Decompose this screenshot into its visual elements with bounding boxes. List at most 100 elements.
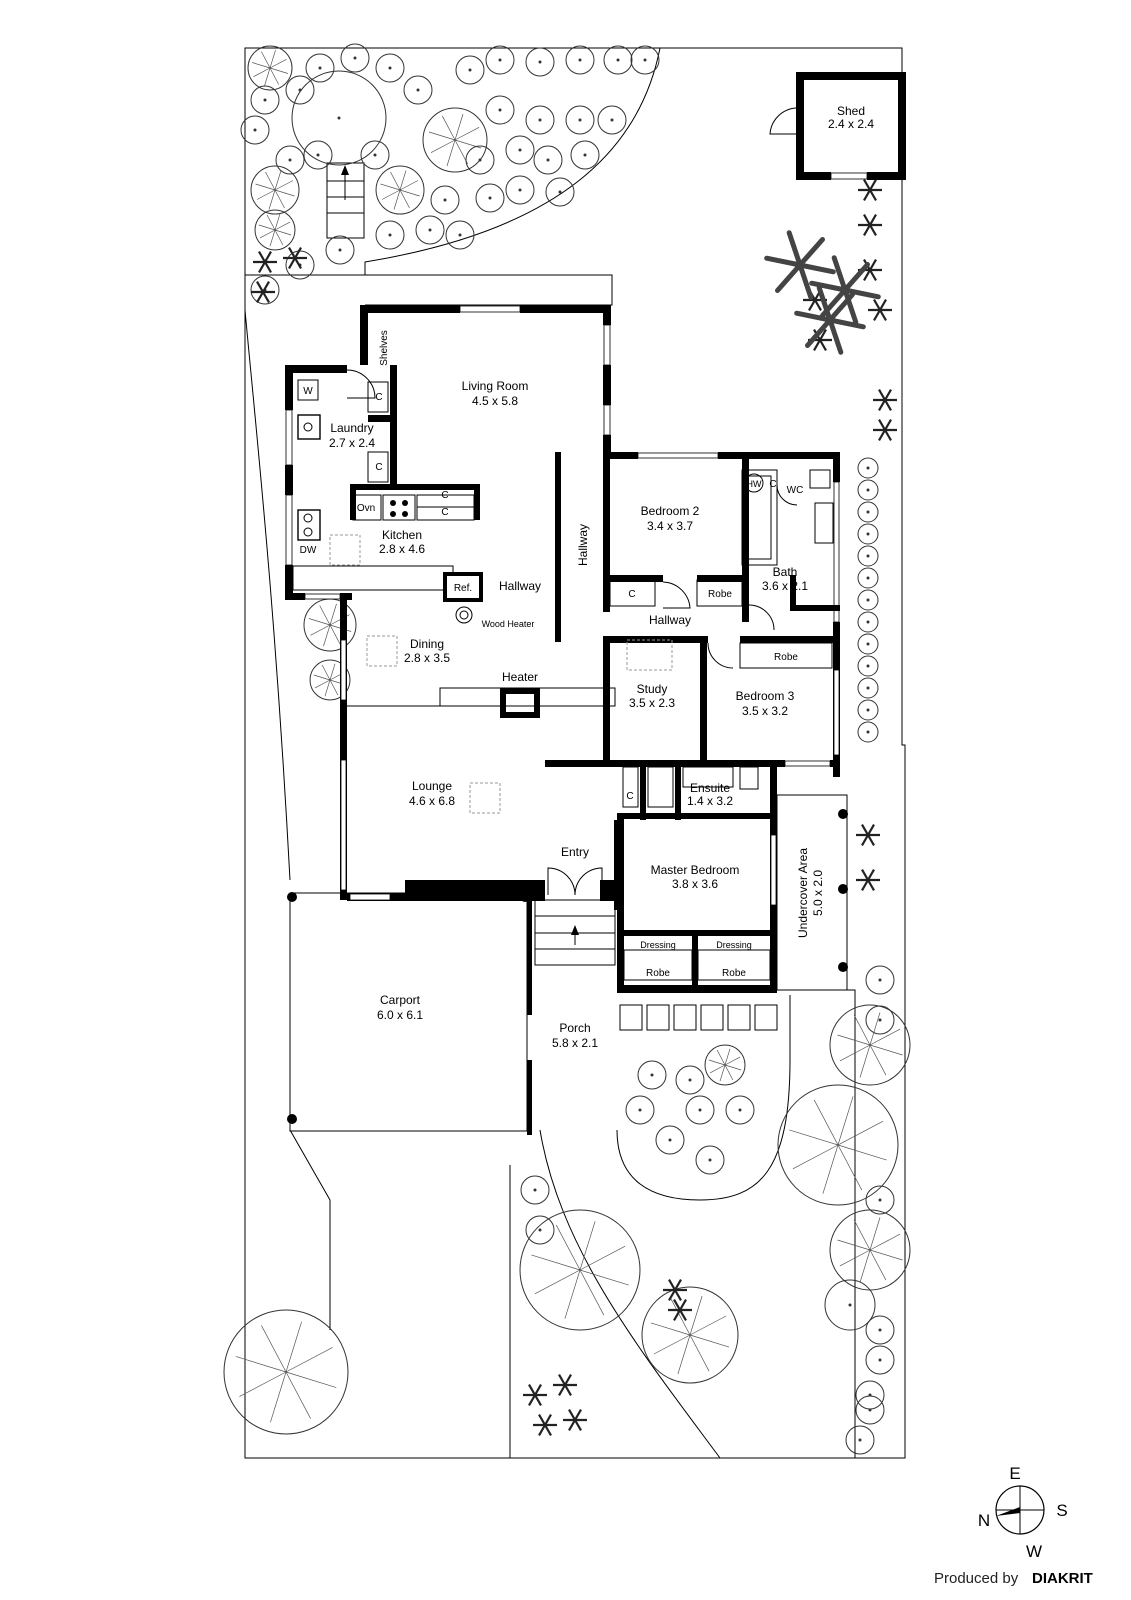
tree-icon <box>235 1321 337 1423</box>
shrub-icon <box>533 1188 537 1192</box>
tree-icon <box>525 1215 555 1245</box>
tree-icon <box>565 45 595 75</box>
porch-steps <box>534 899 616 966</box>
tree-icon <box>254 209 296 251</box>
tree-icon <box>428 113 482 167</box>
label-fridge: Ref. <box>454 583 472 594</box>
room-dims-ensuite: 1.4 x 3.2 <box>687 794 733 808</box>
room-dims-undercover: 5.0 x 2.0 <box>811 870 825 916</box>
room-name-laundry: Laundry <box>330 421 373 435</box>
shrub-icon <box>518 148 522 152</box>
room-name-shed: Shed <box>837 104 865 118</box>
shrub-icon <box>708 1158 712 1162</box>
tree-icon <box>520 1175 550 1205</box>
credit-brand: DIAKRIT <box>1032 1570 1093 1587</box>
driveway-front <box>289 1129 331 1330</box>
tree-icon <box>275 145 305 175</box>
shrub-icon <box>866 708 870 712</box>
compass-needle <box>996 1507 1020 1516</box>
shrub-icon <box>866 642 870 646</box>
shrub-icon <box>546 158 550 162</box>
shrub-icon <box>878 1328 882 1332</box>
label-robe-master-1: Robe <box>646 968 670 979</box>
label-dishwasher: DW <box>300 545 317 556</box>
tree-icon <box>603 45 633 75</box>
shrub-icon <box>878 1018 882 1022</box>
shrub-icon <box>858 1438 862 1442</box>
label-heater: Heater <box>502 670 538 684</box>
tree-icon <box>223 1309 349 1435</box>
tree-icon <box>857 655 879 677</box>
feature-labels: Shelves W C C C C Ovn DW Ref. Hallway Ha… <box>300 330 804 979</box>
shrub-icon <box>688 1078 692 1082</box>
shrub-icon <box>538 118 542 122</box>
room-name-porch: Porch <box>559 1021 590 1035</box>
shrub-icon <box>468 68 472 72</box>
tree-icon <box>313 663 347 697</box>
shrub-icon <box>866 598 870 602</box>
tree-icon <box>485 45 515 75</box>
tree-icon <box>340 43 370 73</box>
front-bed-curve <box>616 995 791 1201</box>
tree-icon <box>857 633 879 655</box>
compass-south: S <box>1056 1501 1067 1520</box>
right-lawn-edge <box>770 989 856 1458</box>
pavers <box>619 1004 778 1031</box>
room-dims-kitchen: 2.8 x 4.6 <box>379 542 425 556</box>
label-shelves: Shelves <box>379 330 390 366</box>
shrub-icon <box>583 153 587 157</box>
tree-icon <box>857 523 879 545</box>
label-cupboard-2: C <box>375 462 382 473</box>
tree-icon <box>625 1095 655 1125</box>
tree-icon <box>857 457 879 479</box>
room-name-bedroom2: Bedroom 2 <box>641 504 700 518</box>
shrub-icon <box>263 98 267 102</box>
shrub-icon <box>878 1198 882 1202</box>
back-lawn-edge <box>365 274 613 306</box>
shrub-icon <box>866 620 870 624</box>
label-washer: W <box>303 386 313 397</box>
label-cupboard-5: C <box>628 589 635 600</box>
label-hallway-1: Hallway <box>499 579 541 593</box>
tree-icon <box>445 220 475 250</box>
credit: Produced by DIAKRIT <box>934 1570 1093 1587</box>
room-name-study: Study <box>637 682 668 696</box>
shrub-icon <box>610 118 614 122</box>
tree-icon <box>865 1345 895 1375</box>
tree-icon <box>857 699 879 721</box>
shrub-icon <box>373 153 377 157</box>
tree-icon <box>637 1060 667 1090</box>
label-cupboard-3: C <box>441 490 448 501</box>
tree-icon <box>857 611 879 633</box>
tree-icon <box>415 215 445 245</box>
shrub-icon <box>538 1228 542 1232</box>
shrub-icon <box>878 978 882 982</box>
tree-icon <box>837 1217 903 1283</box>
room-name-lounge: Lounge <box>412 779 452 793</box>
plant-icon <box>553 1374 577 1396</box>
shrub-icon <box>698 1108 702 1112</box>
label-wc: WC <box>787 485 804 496</box>
undercover-structure <box>776 794 848 991</box>
plant-icon <box>868 299 892 321</box>
tree-icon <box>641 1286 739 1384</box>
tree-icon <box>685 1095 715 1125</box>
tree-icon <box>303 140 333 170</box>
door-swings <box>346 369 798 669</box>
tree-icon <box>650 1295 730 1375</box>
room-name-undercover: Undercover Area <box>796 848 810 938</box>
tree-icon <box>258 213 292 247</box>
tree-icon <box>305 53 335 83</box>
tree-icon <box>403 75 433 105</box>
carport-structure <box>287 892 530 1132</box>
tree-icon <box>855 1380 885 1410</box>
tree-icon <box>865 1185 895 1215</box>
shrub-icon <box>416 88 420 92</box>
plant-icon <box>858 179 882 201</box>
label-cupboard-6: C <box>769 479 776 490</box>
room-dims-carport: 6.0 x 6.1 <box>377 1008 423 1022</box>
shrub-icon <box>443 198 447 202</box>
entry-doors <box>547 867 603 896</box>
plant-icon <box>523 1384 547 1406</box>
